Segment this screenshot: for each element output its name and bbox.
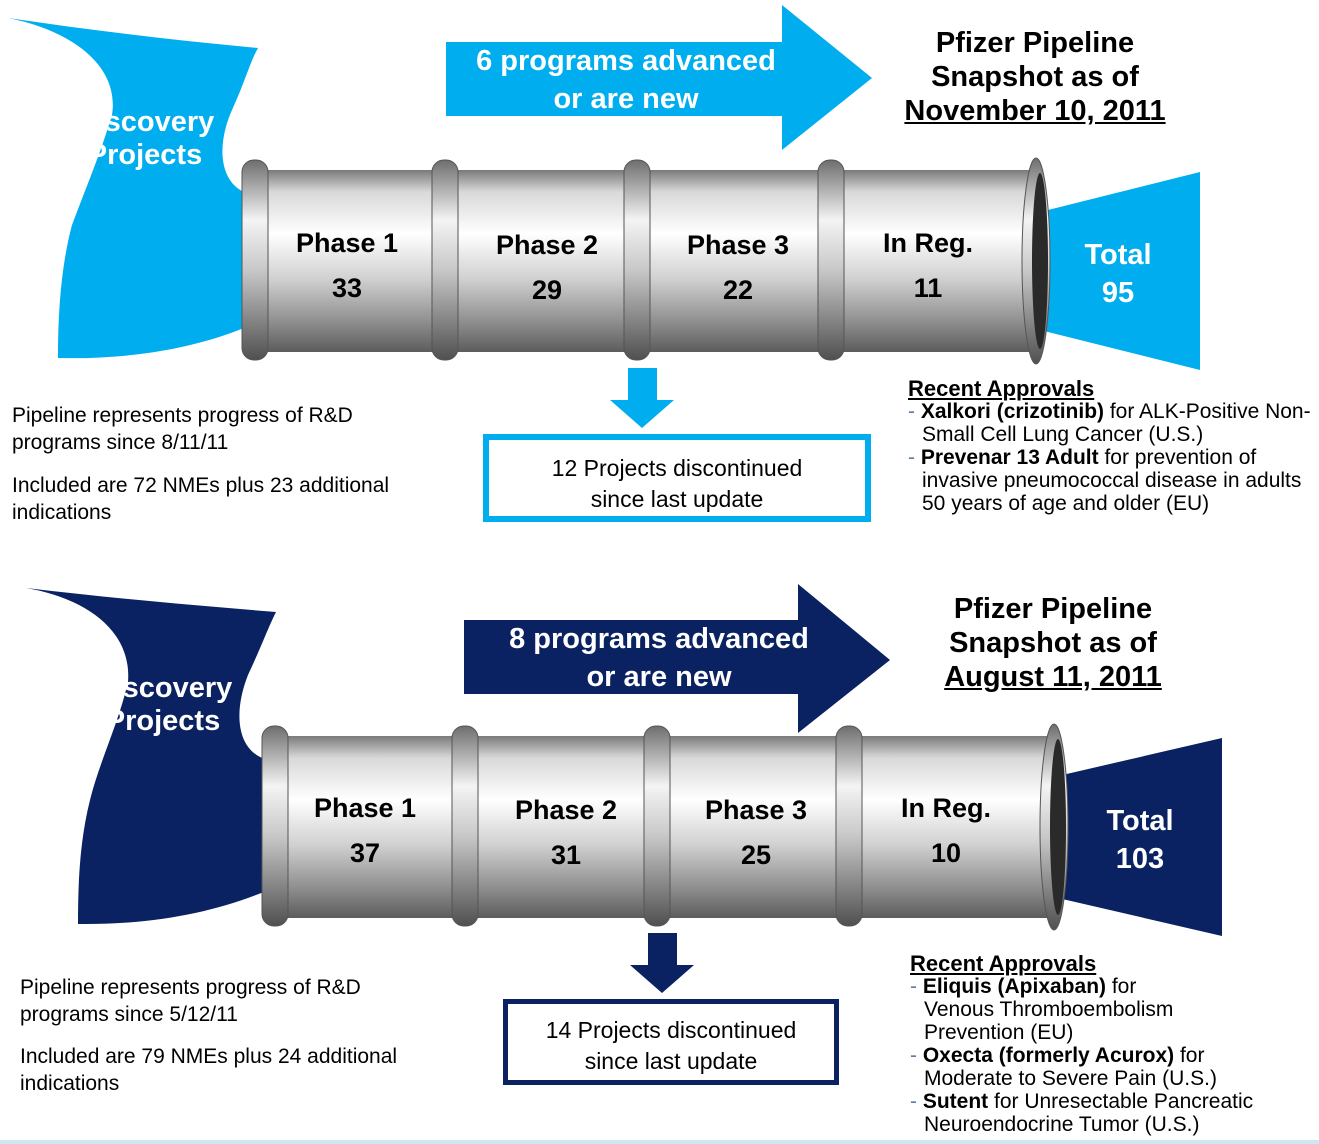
phase-count: 29: [531, 275, 563, 305]
phase-label: Phase 2: [514, 795, 618, 825]
approval-item: - Oxecta (formerly Acurox) for Moderate …: [910, 1044, 1217, 1090]
approval-desc: for ALK-Positive Non-Small Cell Lung Can…: [922, 400, 1311, 446]
in-registration: In Reg. 11: [843, 228, 1013, 304]
discontinued-box: 12 Projects discontinued since last upda…: [483, 434, 871, 522]
approvals-heading: Recent Approvals: [908, 376, 1095, 401]
approval-desc: for prevention of invasive pneumococcal …: [922, 446, 1302, 515]
phase-label: Phase 1: [295, 228, 399, 258]
discontinued-box: 14 Projects discontinued since last upda…: [503, 999, 839, 1085]
advanced-line1: 8 programs advanced: [509, 623, 809, 655]
approval-name: Xalkori (crizotinib): [920, 400, 1105, 423]
approval-name: Sutent: [922, 1090, 989, 1113]
phase-label: Phase 3: [686, 230, 790, 260]
approval-desc: for Venous Thromboembolism Prevention (E…: [924, 975, 1174, 1044]
phase-count: 37: [349, 838, 381, 868]
phase-2: Phase 2 29: [462, 230, 632, 306]
advanced-label: 8 programs advanced or are new: [464, 620, 854, 696]
nme-note: Included are 72 NMEs plus 23 additional …: [12, 474, 390, 524]
advanced-line2: or are new: [586, 661, 732, 693]
discovery-funnel-top: [8, 18, 262, 359]
phase-label: Phase 2: [495, 230, 599, 260]
discovery-line1: Discovery: [93, 672, 233, 704]
phase-3: Phase 3 25: [671, 795, 841, 871]
approval-item: - Eliquis (Apixaban) for Venous Thromboe…: [910, 975, 1174, 1044]
progress-note: Pipeline represents progress of R&D prog…: [12, 404, 353, 454]
phase-count: 31: [550, 840, 582, 870]
discontinued-text: 14 Projects discontinued since last upda…: [545, 1017, 797, 1074]
advanced-line1: 6 programs advanced: [476, 45, 776, 77]
discovery-line2: Projects: [87, 139, 203, 171]
discovery-line2: Projects: [105, 705, 221, 737]
phase-2: Phase 2 31: [481, 795, 651, 871]
phase-1: Phase 1 37: [280, 793, 450, 869]
phase-label: In Reg.: [882, 228, 973, 258]
advanced-label: 6 programs advanced or are new: [446, 42, 806, 118]
phase-count: 22: [722, 275, 754, 305]
phase-count: 25: [740, 840, 772, 870]
progress-note: Pipeline represents progress of R&D prog…: [20, 976, 361, 1026]
title-line2: Snapshot as of: [949, 627, 1157, 659]
title-date: August 11, 2011: [944, 661, 1162, 693]
approval-name: Prevenar 13 Adult: [920, 446, 1099, 469]
approval-desc: for Unresectable Pancreatic Neuroendocri…: [924, 1090, 1254, 1136]
title-date: November 10, 2011: [904, 95, 1166, 127]
discontinued-arrow-top: [610, 368, 674, 428]
approval-name: Oxecta (formerly Acurox): [922, 1044, 1175, 1067]
title-line1: Pfizer Pipeline: [953, 593, 1153, 625]
snapshot-title: Pfizer Pipeline Snapshot as of August 11…: [898, 592, 1208, 694]
approval-item: - Xalkori (crizotinib) for ALK-Positive …: [908, 400, 1311, 446]
total-funnel-top: [1040, 172, 1200, 370]
discontinued-text: 12 Projects discontinued since last upda…: [551, 455, 803, 512]
total-value: 95: [1101, 277, 1135, 309]
advanced-arrow-top: [446, 5, 872, 150]
approval-desc: for Moderate to Severe Pain (U.S.): [924, 1044, 1217, 1090]
phase-count: 33: [331, 273, 363, 303]
approval-name: Eliquis (Apixaban): [922, 975, 1107, 998]
title-line1: Pfizer Pipeline: [935, 27, 1135, 59]
phase-label: Phase 3: [704, 795, 808, 825]
in-registration: In Reg. 10: [861, 793, 1031, 869]
discovery-projects-label: Discovery Projects: [60, 106, 230, 172]
phase-1: Phase 1 33: [262, 228, 432, 304]
nme-note: Included are 79 NMEs plus 24 additional …: [20, 1045, 398, 1095]
total-label: Total: [1084, 239, 1152, 271]
discovery-projects-label: Discovery Projects: [78, 672, 248, 738]
total: Total 103: [1075, 802, 1205, 878]
phase-3: Phase 3 22: [653, 230, 823, 306]
total: Total 95: [1053, 236, 1183, 312]
total-label: Total: [1106, 805, 1174, 837]
advanced-arrow-bottom: [464, 584, 890, 733]
phase-count: 11: [913, 273, 943, 303]
title-line2: Snapshot as of: [931, 61, 1139, 93]
total-funnel-bottom: [1058, 738, 1222, 936]
advanced-line2: or are new: [553, 83, 699, 115]
recent-approvals: Recent Approvals - Eliquis (Apixaban) fo…: [910, 952, 1315, 1136]
discovery-line1: Discovery: [75, 106, 215, 138]
approval-item: - Prevenar 13 Adult for prevention of in…: [908, 446, 1302, 515]
phase-label: In Reg.: [900, 793, 991, 823]
phase-label: Phase 1: [313, 793, 417, 823]
recent-approvals: Recent Approvals - Xalkori (crizotinib) …: [908, 377, 1318, 515]
discovery-funnel-bottom: [26, 588, 280, 925]
approvals-heading: Recent Approvals: [910, 951, 1097, 976]
phase-count: 10: [930, 838, 962, 868]
snapshot-title: Pfizer Pipeline Snapshot as of November …: [880, 26, 1190, 128]
discontinued-arrow-bottom: [630, 933, 694, 993]
total-value: 103: [1115, 843, 1165, 875]
approval-item: - Sutent for Unresectable Pancreatic Neu…: [910, 1090, 1254, 1136]
